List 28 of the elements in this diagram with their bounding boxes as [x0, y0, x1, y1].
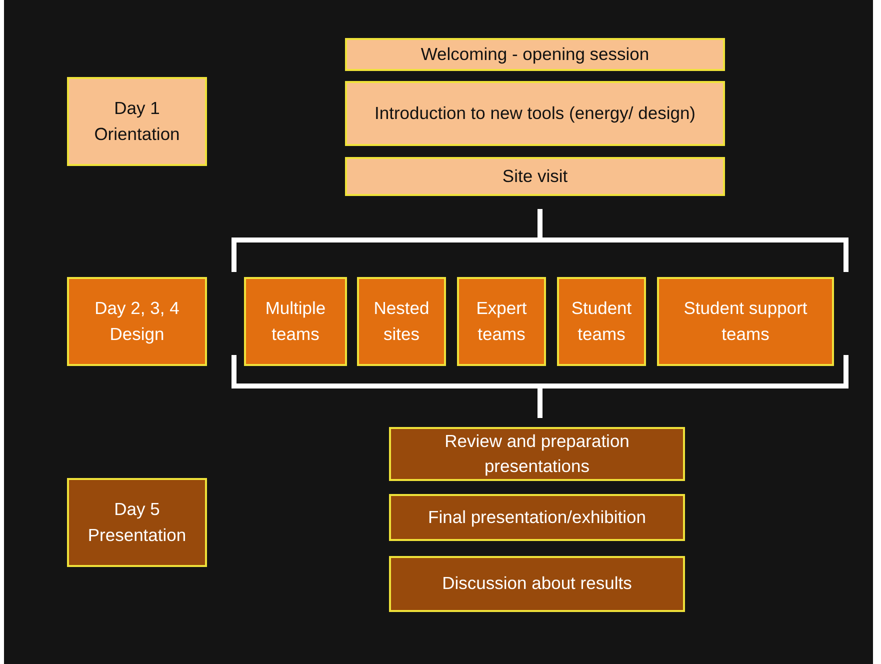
box-label: Day 2, 3, 4 Design	[94, 297, 180, 346]
process-box	[345, 157, 725, 196]
process-box	[357, 277, 446, 366]
process-box	[345, 38, 725, 71]
process-box	[389, 556, 685, 612]
box-label: Review and preparation presentations	[444, 430, 630, 478]
process-box	[244, 277, 347, 366]
box-label: Final presentation/exhibition	[428, 506, 646, 529]
box-label: Day 5 Presentation	[86, 498, 188, 546]
process-box	[389, 427, 685, 481]
box-label: Site visit	[502, 164, 568, 188]
box-label: Day 1 Orientation	[93, 97, 181, 146]
box-label: Multiple teams	[264, 297, 327, 346]
process-box	[67, 478, 207, 567]
box-label: Discussion about results	[442, 572, 632, 596]
process-box	[389, 494, 685, 541]
box-label: Introduction to new tools (energy/ design)	[374, 102, 696, 125]
process-box	[657, 277, 834, 366]
process-box	[457, 277, 546, 366]
box-label: Nested sites	[372, 297, 430, 346]
process-box	[67, 77, 207, 166]
process-box	[557, 277, 646, 366]
box-label: Student teams	[570, 297, 633, 346]
process-box	[67, 277, 207, 366]
box-label: Expert teams	[475, 297, 528, 346]
box-label: Student support teams	[682, 297, 808, 346]
process-box	[345, 81, 725, 146]
box-label: Welcoming - opening session	[420, 42, 650, 66]
